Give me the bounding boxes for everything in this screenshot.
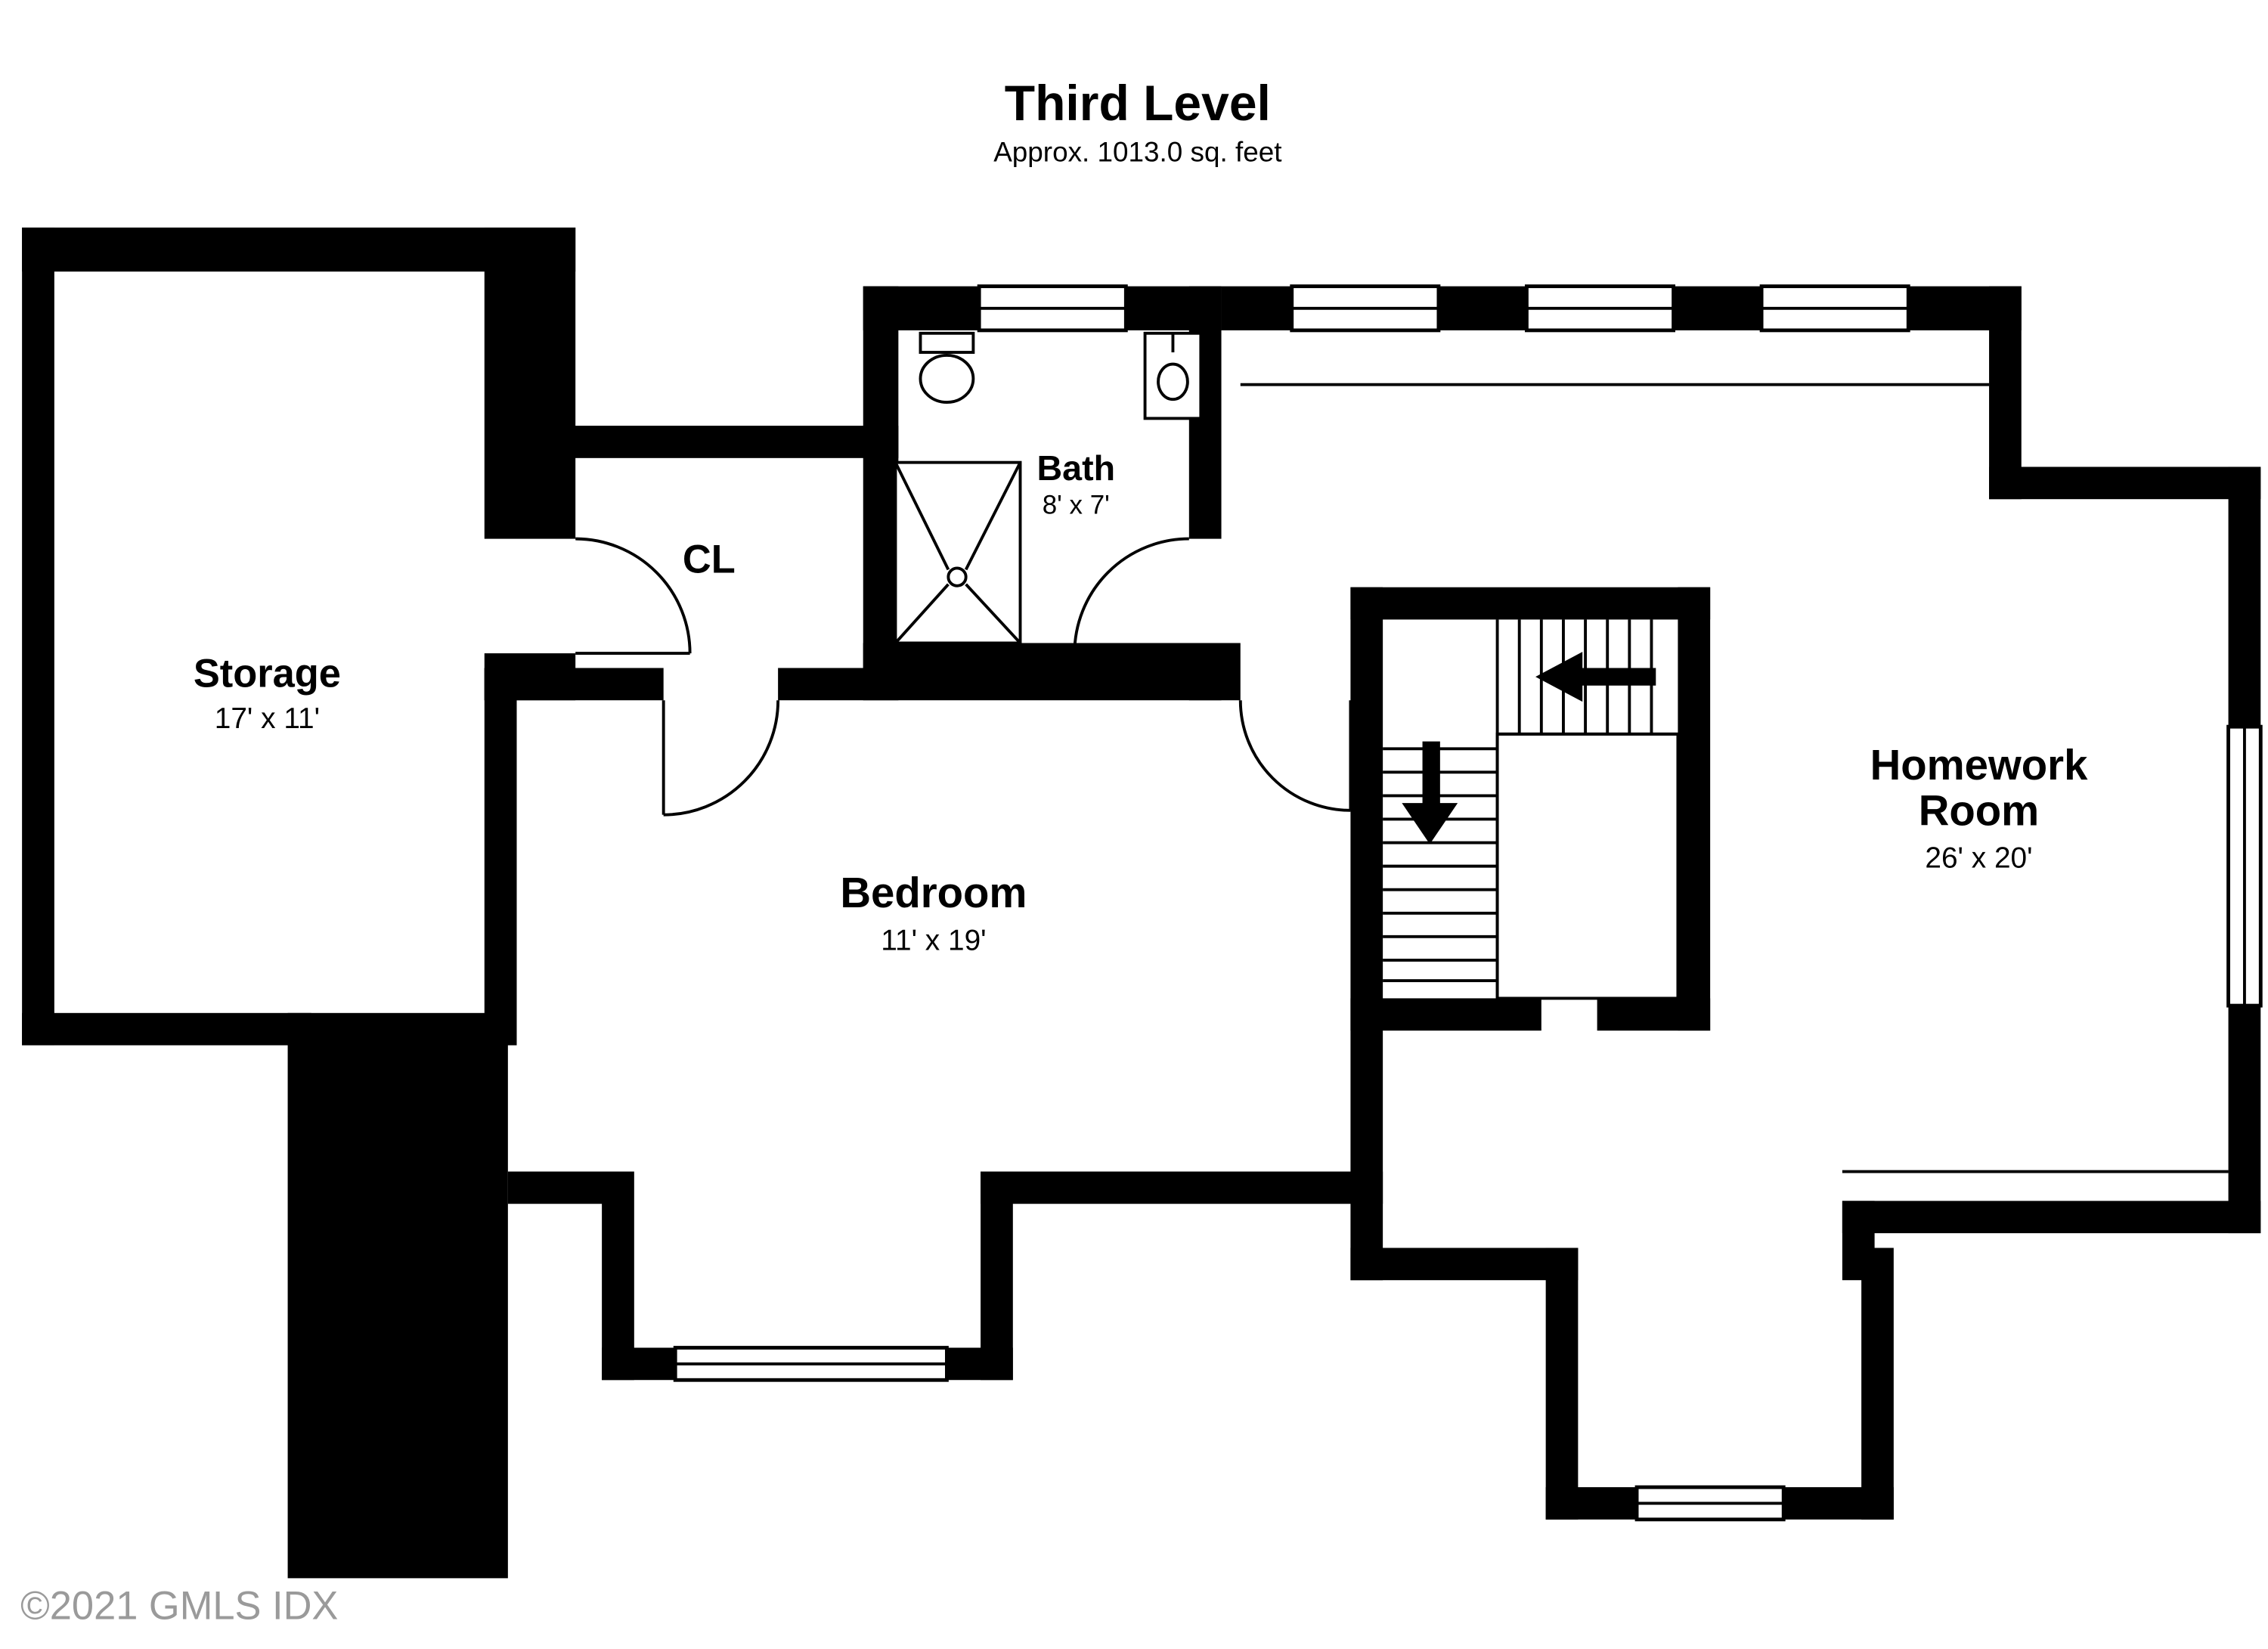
wall-segment xyxy=(22,1012,311,1046)
room-label-homework-line1: Homework xyxy=(1870,741,2088,789)
wall-segment xyxy=(1989,466,2261,500)
room-dims-homework: 26' x 20' xyxy=(1925,842,2032,875)
room-dims-bedroom: 11' x 19' xyxy=(881,924,986,956)
shower-slope-line xyxy=(894,461,950,571)
door-arc-closet-bedroom xyxy=(663,700,780,817)
wall-segment xyxy=(602,1347,676,1381)
door-arc-storage-closet xyxy=(575,537,692,654)
doors xyxy=(575,537,1352,817)
wall-segment xyxy=(507,1171,620,1204)
wall-segment xyxy=(1221,286,1292,330)
wall-segment xyxy=(1842,1201,2261,1234)
shower-slope-line xyxy=(894,583,950,644)
ceiling-break-lines xyxy=(1240,383,2229,1173)
wall-segment xyxy=(484,227,576,539)
wall-segment xyxy=(1438,286,1527,330)
room-label-closet: CL xyxy=(683,538,736,581)
page-subtitle: Approx. 1013.0 sq. feet xyxy=(993,137,1281,168)
wall-segment xyxy=(1908,286,2022,330)
under-stair-void xyxy=(1495,732,1680,1000)
wall-segment xyxy=(484,668,664,701)
page-title: Third Level xyxy=(1005,75,1271,131)
room-label-bath: Bath xyxy=(1037,448,1116,488)
wall-segment xyxy=(778,668,899,701)
wall-segment xyxy=(863,286,899,676)
wall-segment xyxy=(1545,1248,1579,1520)
copyright-watermark: ©2021 GMLS IDX xyxy=(20,1585,338,1629)
door-arc-bedroom-hall xyxy=(1238,700,1351,812)
labels: Third Level Approx. 1013.0 sq. feet Stor… xyxy=(20,75,2088,1629)
wall-segment xyxy=(1350,998,1541,1031)
wall-segment xyxy=(1597,998,1711,1031)
room-label-bedroom: Bedroom xyxy=(840,869,1027,916)
room-dims-storage: 17' x 11' xyxy=(215,702,320,735)
wall-segment xyxy=(981,1171,1383,1204)
wall-segment xyxy=(1673,286,1762,330)
shower-slope-line xyxy=(965,583,1021,644)
wall-segment xyxy=(543,426,899,458)
wall-segment xyxy=(22,227,54,1046)
room-label-storage: Storage xyxy=(194,652,341,696)
wall-segment xyxy=(1350,1248,1579,1281)
room-dims-bath: 8' x 7' xyxy=(1043,491,1110,520)
wall-segment xyxy=(1350,587,1383,1281)
wall-segment xyxy=(863,286,980,330)
wall-segment xyxy=(1861,1248,1894,1520)
wall-segment xyxy=(2228,466,2261,727)
wall-segment xyxy=(287,1012,508,1579)
wall-segment xyxy=(484,668,517,1046)
wall-segment xyxy=(863,643,1241,701)
wall-segment xyxy=(2228,1006,2261,1234)
shower-slope-line xyxy=(964,461,1022,571)
door-arc-bath xyxy=(1073,537,1189,654)
room-label-homework-line2: Room xyxy=(1919,786,2040,834)
bath-fixtures xyxy=(894,331,1203,645)
wall-segment xyxy=(1545,1486,1637,1520)
stair-arrow-down-icon xyxy=(1402,741,1458,845)
toilet-bowl-icon xyxy=(919,353,975,404)
staircase xyxy=(1383,619,1680,1000)
windows xyxy=(673,284,2263,1522)
wall-segment xyxy=(602,1171,634,1381)
sink-basin-icon xyxy=(1157,362,1189,401)
wall-segment xyxy=(1678,587,1711,1031)
stair-arrow-left-icon xyxy=(1535,652,1656,702)
wall-segment xyxy=(1350,587,1711,620)
shower-icon xyxy=(894,460,1022,645)
toilet-tank-icon xyxy=(919,331,975,354)
walls xyxy=(22,227,2261,1579)
wall-segment xyxy=(22,227,576,272)
shower-drain-icon xyxy=(947,566,968,587)
wall-segment xyxy=(981,1171,1013,1381)
